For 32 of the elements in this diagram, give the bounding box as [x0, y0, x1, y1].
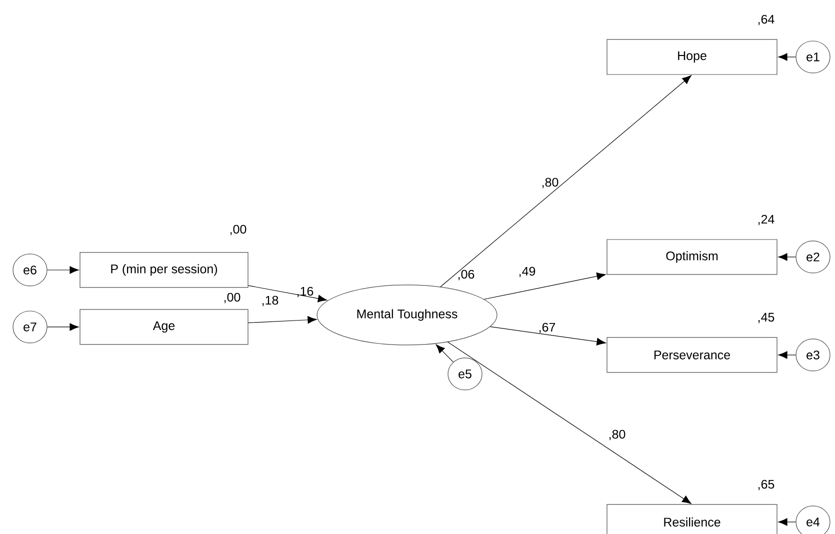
- path-coefficient: ,80: [609, 430, 626, 440]
- variance-label: ,24: [758, 214, 774, 226]
- variance-label: ,00: [224, 292, 240, 304]
- arrow: [447, 342, 692, 504]
- arrow: [778, 518, 796, 526]
- variable-box: Hope: [606, 39, 778, 75]
- arrow: [440, 75, 692, 288]
- variable-box: P (min per session): [80, 252, 248, 288]
- arrow: [778, 253, 796, 261]
- variance-label: ,64: [758, 14, 774, 26]
- path-coefficient: ,49: [519, 266, 536, 278]
- variance-label: ,06: [458, 270, 474, 280]
- path-coefficient: ,16: [297, 286, 314, 298]
- path-coefficient: ,18: [262, 296, 278, 306]
- arrow: [248, 285, 328, 302]
- path-coefficient: ,80: [542, 178, 558, 188]
- arrow: [484, 272, 606, 300]
- arrow: [47, 323, 79, 331]
- arrow: [47, 266, 79, 274]
- arrow: [490, 326, 606, 346]
- arrow: [436, 344, 454, 362]
- variance-label: ,00: [230, 224, 246, 236]
- path-coefficient: ,67: [539, 322, 556, 334]
- arrow: [248, 316, 317, 324]
- variable-box: Age: [80, 309, 248, 345]
- arrow: [778, 351, 796, 359]
- variance-label: ,65: [758, 480, 774, 490]
- variable-box: Optimism: [606, 239, 778, 275]
- variable-box: Perseverance: [606, 337, 778, 373]
- arrow: [778, 53, 796, 61]
- variable-box: Resilience: [606, 504, 778, 534]
- variance-label: ,45: [758, 312, 774, 324]
